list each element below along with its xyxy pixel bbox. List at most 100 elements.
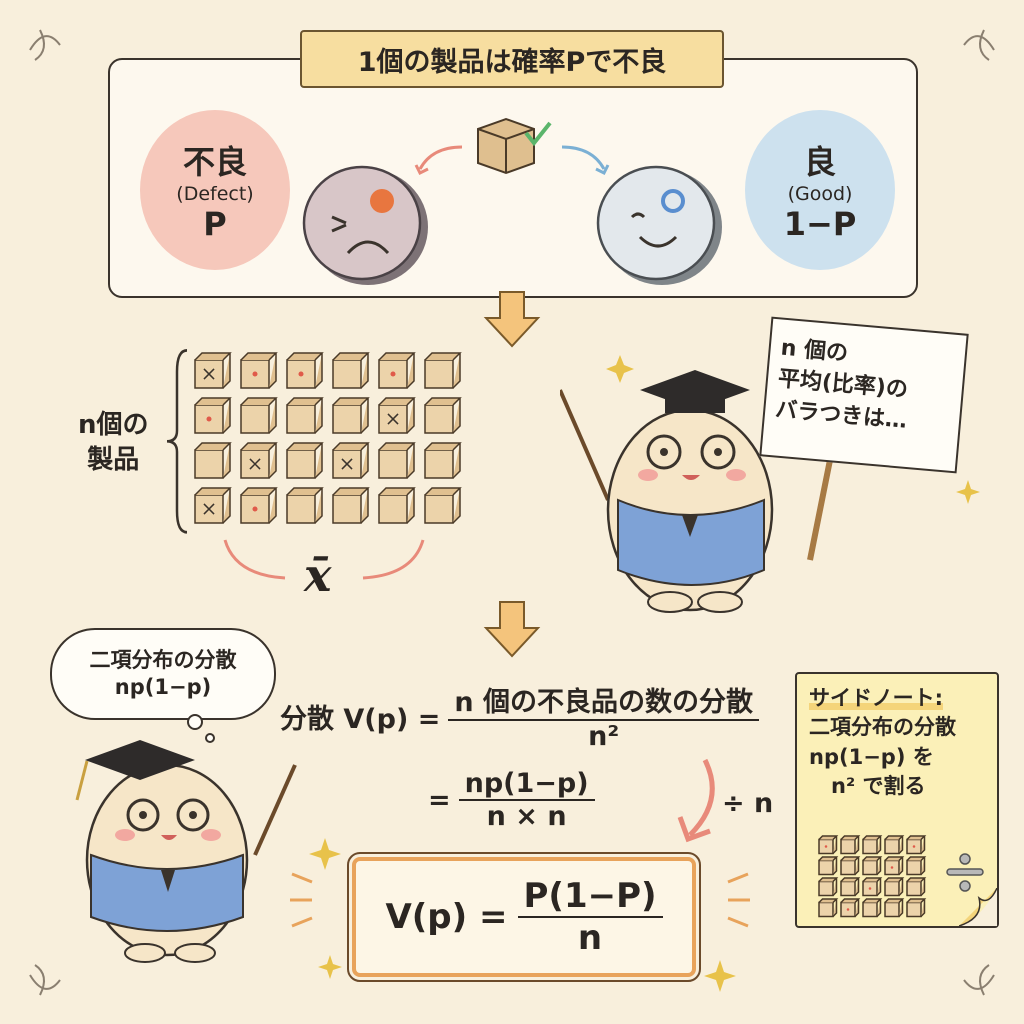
- product-box-icon: [862, 835, 883, 855]
- pointer-stick-icon: [560, 389, 610, 501]
- product-box-icon: [906, 877, 927, 897]
- divide-icon: [946, 853, 984, 892]
- product-box-icon: [862, 877, 883, 897]
- sign-pole: [807, 449, 835, 561]
- products-label: n個の 製品: [78, 408, 149, 478]
- product-box-icon: [286, 397, 324, 434]
- down-arrow-icon: [483, 601, 541, 658]
- product-box-icon: [884, 898, 905, 918]
- product-box-icon: [286, 442, 324, 479]
- page-curl: [959, 888, 998, 927]
- product-box-icon: [818, 877, 839, 897]
- pointer-stick-icon: [253, 764, 297, 856]
- step1-denominator: n²: [588, 721, 620, 752]
- product-box-icon: [424, 442, 462, 479]
- product-box-icon: [862, 856, 883, 876]
- products-label-line1: n個の: [78, 410, 149, 440]
- product-box-icon: [240, 487, 278, 524]
- thought-line2: np(1−p): [114, 675, 212, 699]
- product-box-icon: [286, 352, 324, 389]
- product-box-icon: [840, 898, 861, 918]
- product-box-icon: [378, 487, 416, 524]
- result-formula-box: V(p) = P(1−P) n: [347, 852, 701, 982]
- product-box-icon: [906, 898, 927, 918]
- product-box-icon: [332, 487, 370, 524]
- step2-denominator: n × n: [486, 801, 567, 832]
- product-box-icon: [424, 487, 462, 524]
- product-box-icon: [884, 877, 905, 897]
- defect-circle: 不良 (Defect) P: [140, 110, 290, 270]
- product-box-icon: [818, 898, 839, 918]
- thought-bubble: 二項分布の分散 np(1−p): [50, 628, 276, 720]
- defect-english: (Defect): [176, 183, 254, 205]
- product-box-icon: [194, 397, 232, 434]
- result-fraction: P(1−P) n: [517, 876, 663, 958]
- product-box-icon: [818, 856, 839, 876]
- product-box-icon: [884, 835, 905, 855]
- step1-numerator: n 個の不良品の数の分散: [448, 680, 759, 721]
- fraction-step2: np(1−p) n × n: [458, 768, 595, 832]
- product-box-icon: [194, 352, 232, 389]
- defect-probability: P: [203, 205, 227, 243]
- product-box-icon: [840, 877, 861, 897]
- good-label: 良: [803, 143, 836, 181]
- divide-by-n-note: ÷ n: [722, 788, 774, 819]
- side-note-line2: np(1−p) を: [809, 744, 934, 769]
- coins-and-box-illustration: [302, 117, 722, 285]
- result-numerator: P(1−P): [517, 876, 663, 918]
- side-note: サイドノート: 二項分布の分散 np(1−p) を n² で割る: [795, 672, 999, 928]
- product-box-icon: [378, 442, 416, 479]
- product-box-icon: [286, 487, 324, 524]
- thought-dots: [187, 714, 215, 743]
- product-box-icon: [862, 898, 883, 918]
- side-note-line3: n² で割る: [831, 774, 926, 799]
- product-box-icon: [378, 352, 416, 389]
- sad-coin-icon: [302, 165, 428, 285]
- product-box-icon: [840, 835, 861, 855]
- product-box-icon: [194, 487, 232, 524]
- graduation-cap-icon: [85, 740, 195, 780]
- side-note-line1: 二項分布の分散: [809, 715, 956, 740]
- variance-formula-step1: 分散 V(p) = n 個の不良品の数の分散 n²: [280, 680, 759, 752]
- divide-arrow-icon: [677, 758, 715, 843]
- right-merge-arrow-icon: [362, 539, 425, 580]
- result-denominator: n: [577, 918, 603, 958]
- side-note-title: サイドノート:: [809, 686, 943, 710]
- down-arrow-icon: [483, 291, 541, 348]
- product-box-icon: [332, 352, 370, 389]
- product-box-icon: [477, 117, 552, 175]
- teacher-character-left: [75, 740, 297, 963]
- product-box-icon: [378, 397, 416, 434]
- vest: [617, 498, 765, 586]
- fraction-step1: n 個の不良品の数の分散 n²: [448, 680, 759, 752]
- product-box-icon: [906, 856, 927, 876]
- sample-mean-symbol: x̄: [304, 548, 332, 602]
- step2-numerator: np(1−p): [458, 768, 595, 801]
- arrow-to-good-icon: [561, 145, 606, 170]
- result-lhs: V(p) =: [385, 897, 508, 937]
- product-box-grid: [166, 349, 462, 580]
- product-box-icon: [332, 397, 370, 434]
- good-probability: 1−P: [783, 205, 857, 243]
- good-circle: 良 (Good) 1−P: [745, 110, 895, 270]
- thought-line1: 二項分布の分散: [89, 647, 237, 672]
- question-sign: n 個の 平均(比率)の バラつきは…: [759, 316, 969, 474]
- mini-box-grid: [818, 835, 984, 918]
- banner-title: 1個の製品は確率Pで不良: [300, 30, 724, 88]
- product-box-icon: [240, 442, 278, 479]
- product-box-icon: [240, 397, 278, 434]
- product-box-icon: [424, 397, 462, 434]
- product-box-icon: [818, 835, 839, 855]
- left-merge-arrow-icon: [223, 539, 286, 580]
- formula-equals: =: [428, 784, 451, 816]
- defect-label: 不良: [182, 143, 247, 181]
- products-label-line2: 製品: [87, 445, 140, 476]
- vest: [90, 853, 244, 932]
- product-box-icon: [424, 352, 462, 389]
- good-english: (Good): [787, 183, 853, 205]
- product-box-icon: [840, 856, 861, 876]
- formula-lhs: 分散 V(p) =: [280, 703, 441, 735]
- teacher-character-right: [560, 370, 835, 613]
- product-box-icon: [194, 442, 232, 479]
